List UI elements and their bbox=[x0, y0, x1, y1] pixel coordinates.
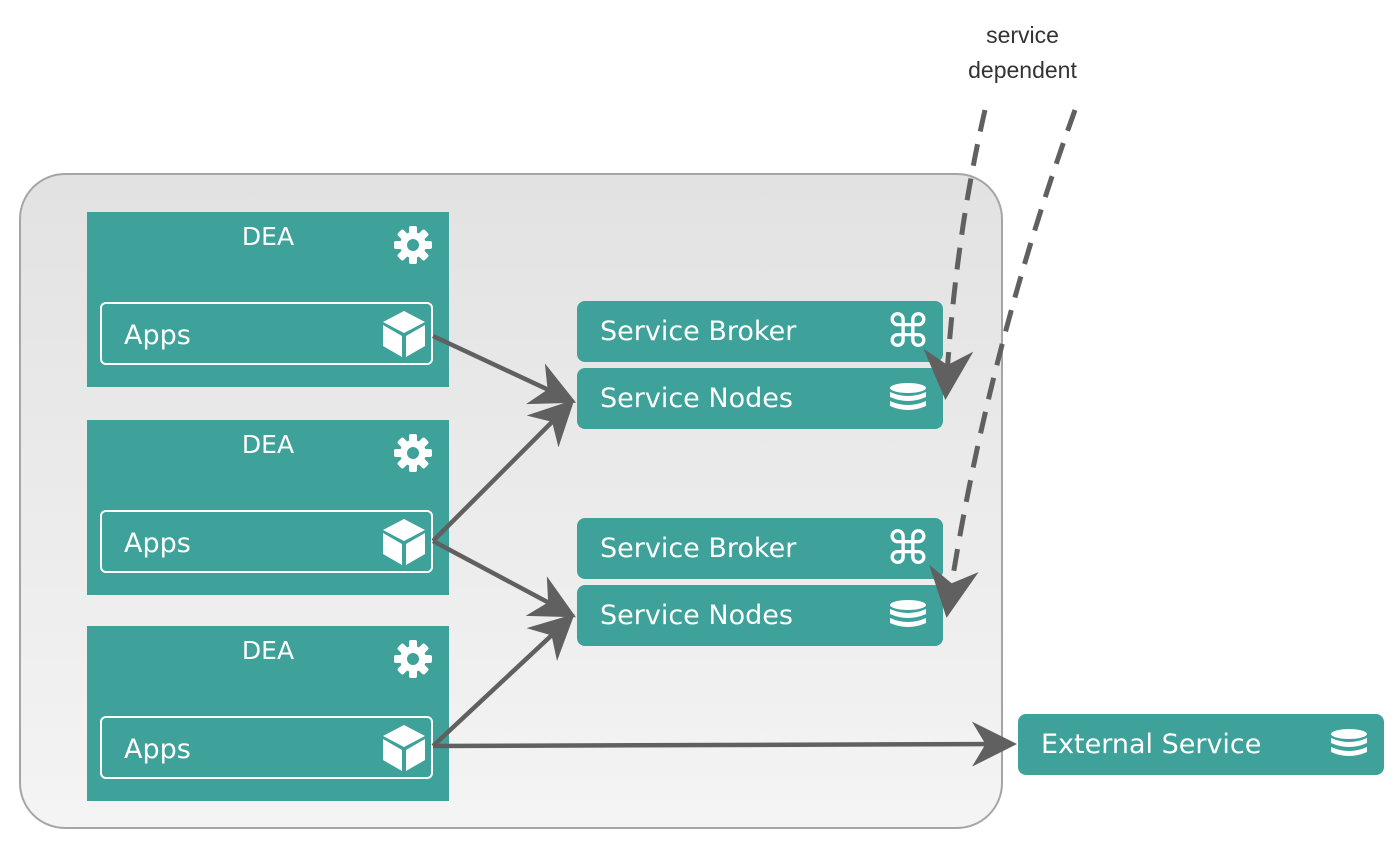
service-nodes-label: Service Nodes bbox=[600, 600, 793, 631]
service-broker-box-1: Service Broker ⌘ bbox=[577, 301, 943, 362]
service-nodes-label: Service Nodes bbox=[600, 383, 793, 414]
gear-icon bbox=[394, 434, 432, 472]
dea-box-1: DEA Apps bbox=[87, 212, 449, 387]
dea-title: DEA bbox=[241, 430, 295, 459]
annotation-line-1: service bbox=[986, 22, 1059, 48]
database-icon bbox=[890, 383, 926, 410]
database-icon bbox=[890, 600, 926, 627]
arrow-apps2-to-nodes2 bbox=[431, 539, 576, 618]
database-icon bbox=[1331, 729, 1367, 756]
service-broker-box-2: Service Broker ⌘ bbox=[577, 518, 943, 579]
gear-icon bbox=[394, 640, 432, 678]
apps-box: Apps bbox=[100, 716, 433, 779]
cube-icon bbox=[383, 311, 425, 357]
command-icon: ⌘ bbox=[885, 304, 931, 358]
external-service-box: External Service bbox=[1018, 714, 1384, 775]
arrow-apps3-to-external bbox=[432, 721, 1017, 767]
dea-box-2: DEA Apps bbox=[87, 420, 449, 595]
dashed-arrow-to-nodes1 bbox=[923, 109, 988, 400]
service-broker-label: Service Broker bbox=[600, 316, 797, 347]
command-icon: ⌘ bbox=[885, 521, 931, 575]
external-service-label: External Service bbox=[1041, 729, 1262, 760]
apps-label: Apps bbox=[124, 528, 191, 559]
apps-box: Apps bbox=[100, 510, 433, 573]
arrow-apps2-to-nodes1 bbox=[431, 399, 575, 543]
service-nodes-box-1: Service Nodes bbox=[577, 368, 943, 429]
service-broker-label: Service Broker bbox=[600, 533, 797, 564]
arrow-apps1-to-nodes1 bbox=[432, 333, 577, 405]
apps-label: Apps bbox=[124, 734, 191, 765]
annotation-line-2: dependent bbox=[968, 57, 1077, 83]
service-nodes-box-2: Service Nodes bbox=[577, 585, 943, 646]
apps-box: Apps bbox=[100, 302, 433, 365]
gear-icon bbox=[394, 226, 432, 264]
dea-title: DEA bbox=[241, 636, 295, 665]
dea-title: DEA bbox=[241, 222, 295, 251]
arrow-apps3-to-nodes2 bbox=[431, 613, 575, 748]
dashed-arrow-to-nodes2 bbox=[929, 109, 1078, 618]
cube-icon bbox=[383, 725, 425, 771]
cube-icon bbox=[383, 519, 425, 565]
dea-box-3: DEA Apps bbox=[87, 626, 449, 801]
service-dependent-annotation: service dependent bbox=[940, 18, 1105, 88]
apps-label: Apps bbox=[124, 320, 191, 351]
